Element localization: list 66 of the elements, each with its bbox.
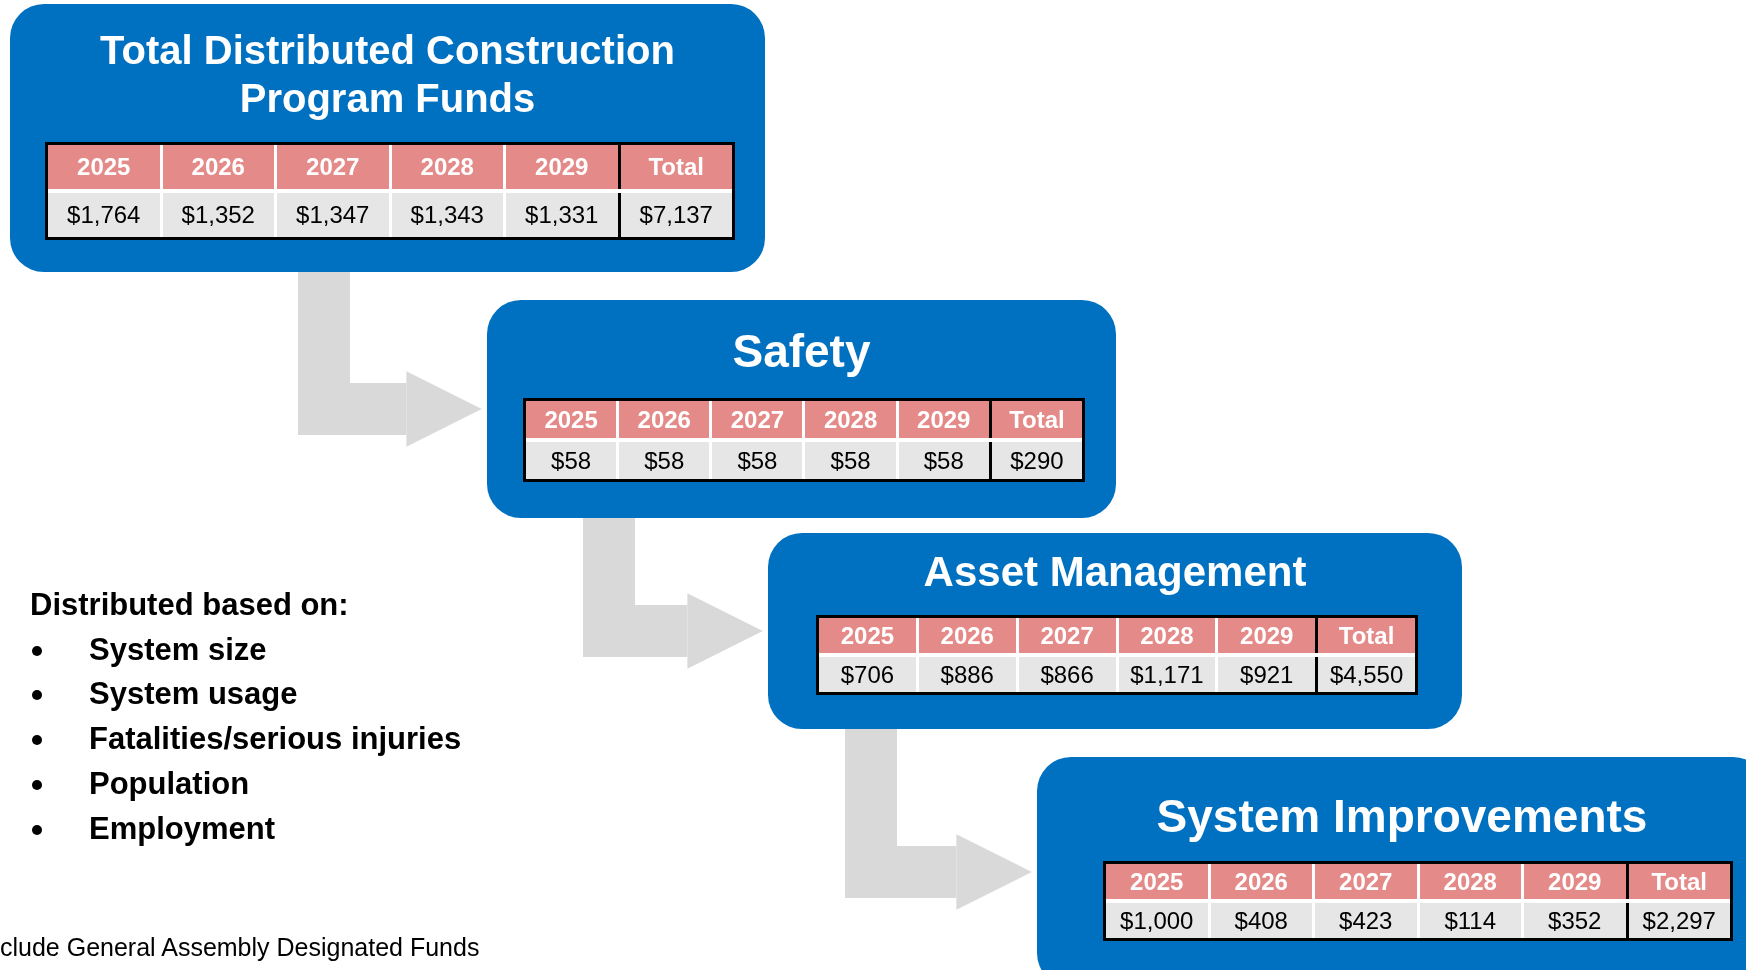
column-header: 2029 (1218, 618, 1316, 653)
category-panel (768, 533, 1462, 729)
amount-value: $408 (1210, 903, 1312, 938)
column-header: 2027 (1315, 864, 1417, 899)
column-header: Total (988, 401, 1082, 438)
column-header: 2025 (819, 618, 916, 653)
list-heading: Distributed based on: (30, 586, 349, 624)
column-header: 2029 (1524, 864, 1626, 899)
amount-value: $1,352 (162, 193, 274, 237)
column-header: 2026 (619, 401, 710, 438)
amount-value: $58 (805, 442, 896, 479)
amount-value: $114 (1419, 903, 1521, 938)
column-header: 2025 (1106, 864, 1208, 899)
column-header: 2028 (805, 401, 896, 438)
column-header: Total (1315, 618, 1415, 653)
amount-value: $921 (1218, 657, 1316, 692)
amount-value: $1,764 (48, 193, 160, 237)
amount-value: $706 (819, 657, 916, 692)
elbow-arrow (583, 518, 763, 669)
amount-value: $58 (898, 442, 989, 479)
column-header: Total (617, 145, 732, 189)
panel-title: System Improvements (1156, 790, 1648, 842)
column-header: 2026 (162, 145, 274, 189)
amount-value: $1,171 (1118, 657, 1216, 692)
column-header: 2026 (918, 618, 1016, 653)
panel-title: Total Distributed Construction Program Funds (100, 28, 675, 120)
column-header: 2028 (391, 145, 503, 189)
amount-value: $866 (1018, 657, 1116, 692)
category-panel (1037, 757, 1746, 970)
column-header: 2029 (898, 401, 989, 438)
column-header: 2029 (506, 145, 618, 189)
amount-value: $1,000 (1106, 903, 1208, 938)
amount-value: $1,347 (277, 193, 389, 237)
column-header: 2027 (1018, 618, 1116, 653)
column-header: 2026 (1210, 864, 1312, 899)
bullet-item: Fatalities/serious injuries (89, 720, 462, 758)
panel-title: Safety (732, 325, 871, 377)
category-panel (10, 4, 765, 272)
elbow-arrow (845, 729, 1032, 910)
amount-value: $7,137 (617, 193, 732, 237)
category-panel (487, 300, 1116, 518)
column-header: 2025 (48, 145, 160, 189)
amount-value: $1,343 (391, 193, 503, 237)
amount-value: $2,297 (1625, 903, 1730, 938)
amount-value: $58 (619, 442, 710, 479)
amount-value: $58 (712, 442, 803, 479)
footnote: clude General Assembly Designated Funds (0, 932, 480, 962)
amount-value: $352 (1524, 903, 1626, 938)
bullet-item: System size (89, 631, 267, 669)
column-header: 2027 (712, 401, 803, 438)
column-header: 2025 (526, 401, 617, 438)
column-header: 2028 (1419, 864, 1521, 899)
bullet-item: System usage (89, 675, 298, 713)
amount-value: $1,331 (506, 193, 618, 237)
bullet-item: Employment (89, 810, 276, 848)
amount-value: $290 (988, 442, 1082, 479)
column-header: Total (1625, 864, 1730, 899)
panel-title: Asset Management (923, 548, 1307, 595)
bullet-item: Population (89, 765, 250, 803)
column-header: 2027 (277, 145, 389, 189)
column-header: 2028 (1118, 618, 1216, 653)
elbow-arrow (298, 272, 482, 447)
amount-value: $886 (918, 657, 1016, 692)
amount-value: $4,550 (1315, 657, 1415, 692)
amount-value: $58 (526, 442, 617, 479)
amount-value: $423 (1315, 903, 1417, 938)
